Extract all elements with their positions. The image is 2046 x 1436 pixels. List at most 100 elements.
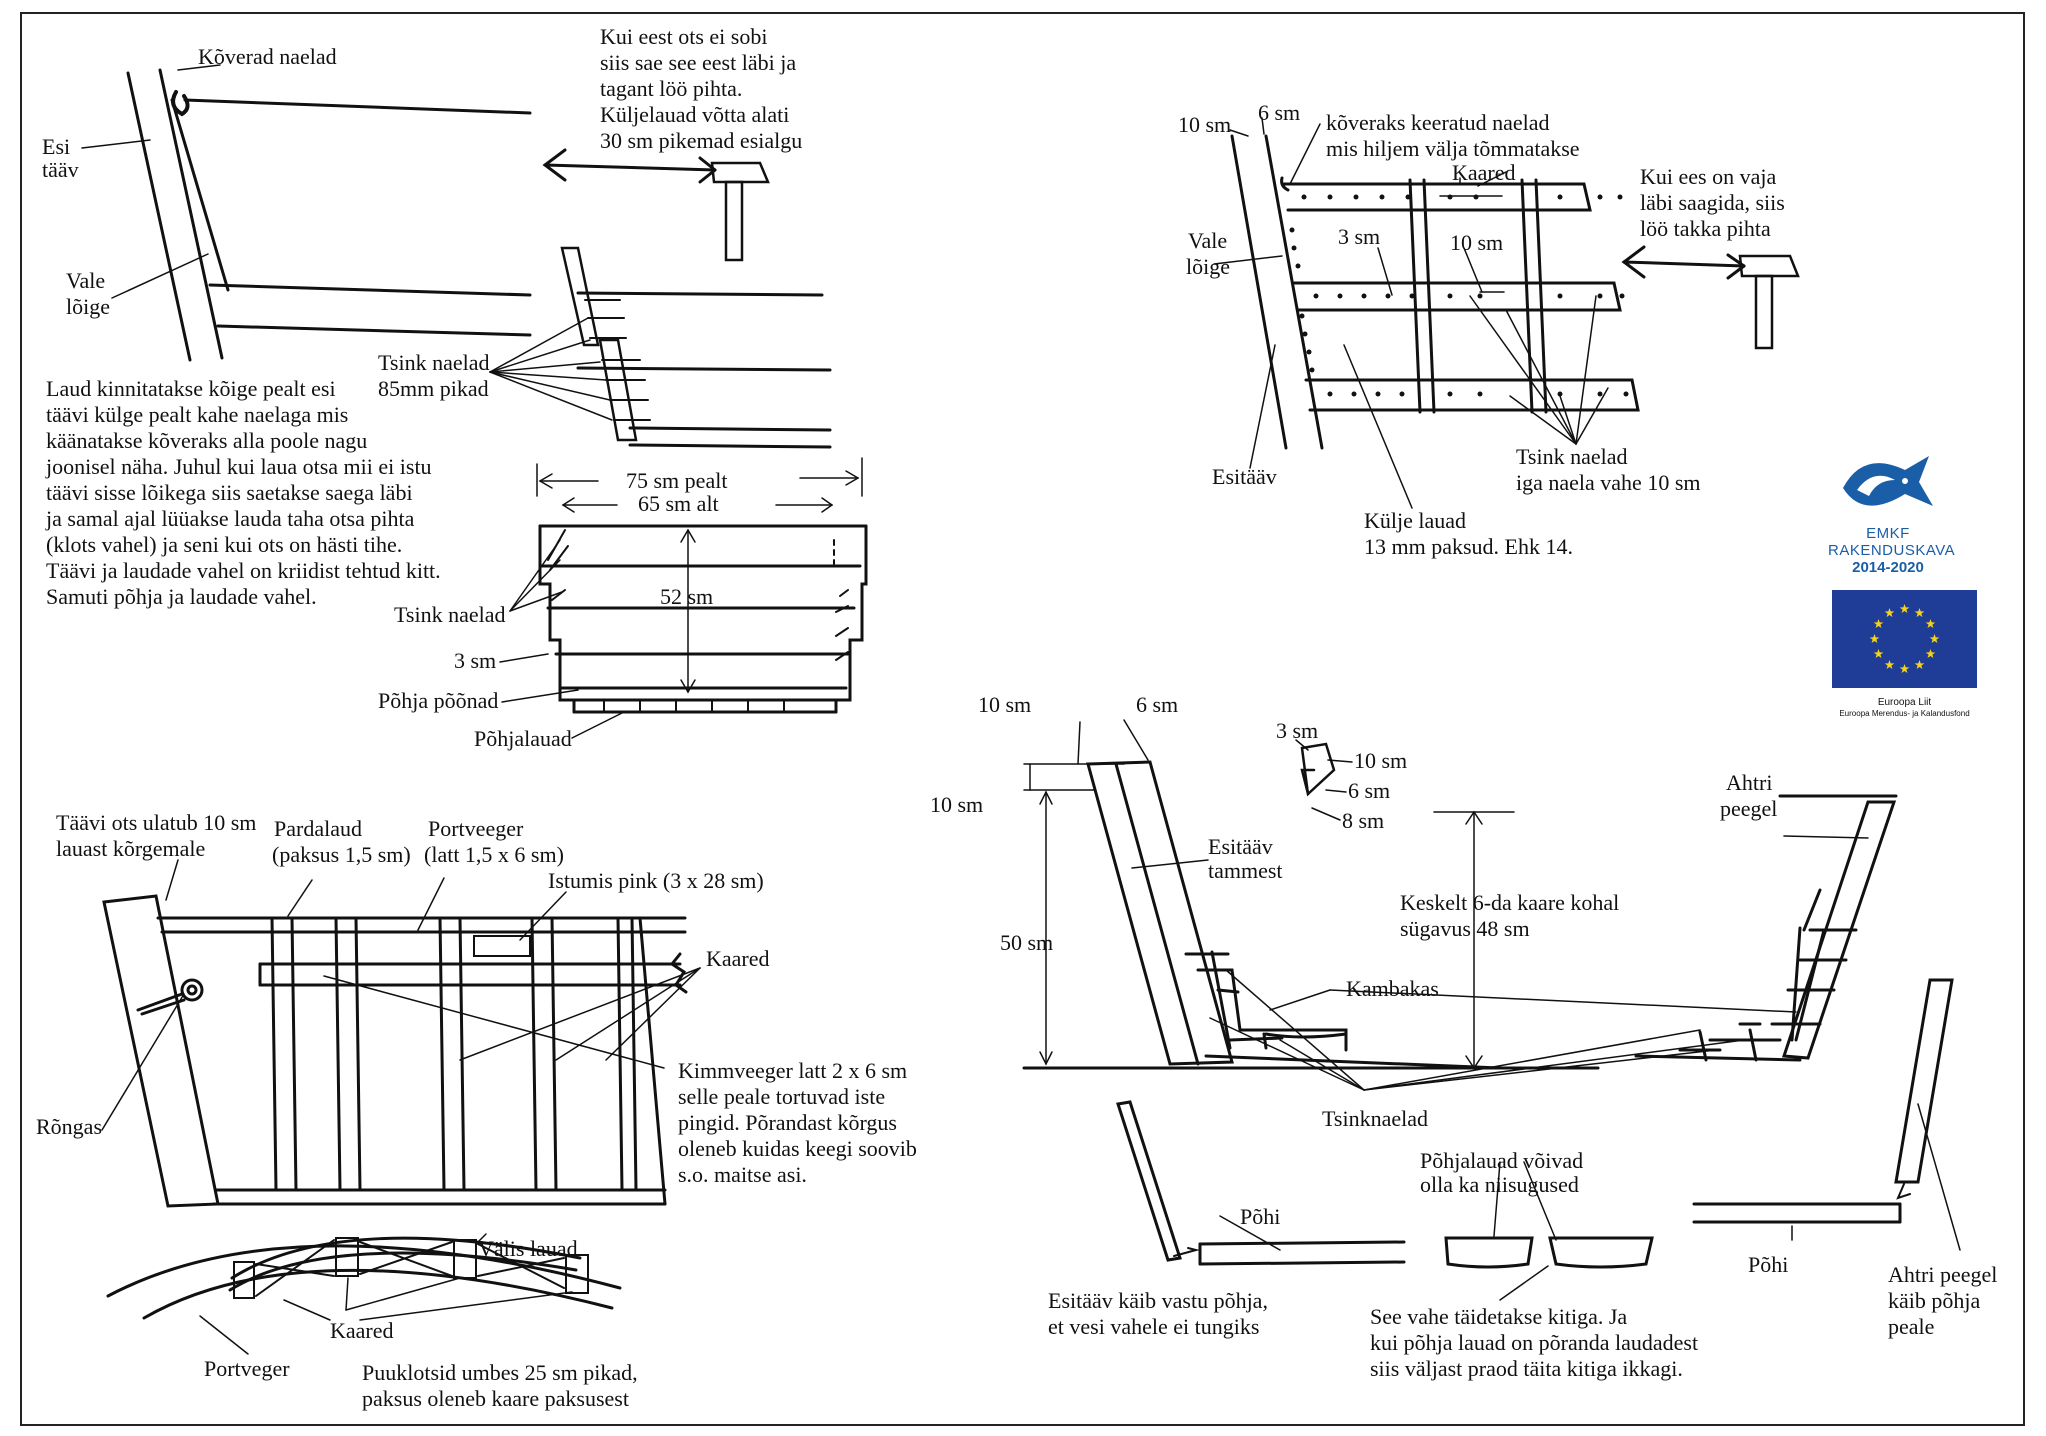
label-br-6sm-b: 6 sm	[1348, 778, 1391, 803]
note-front-end: Kui eest ots ei sobi siis sae see eest l…	[600, 24, 803, 153]
label-tr-koveraks-2: mis hiljem välja tõmmatakse	[1326, 136, 1580, 161]
label-br-tammest: tammest	[1208, 858, 1283, 883]
page-border	[20, 12, 2025, 1426]
label-puuklotsid-2: paksus oleneb kaare paksusest	[362, 1386, 629, 1411]
label-br-esitaav-kaib-1: Esitääv käib vastu põhja,	[1048, 1288, 1268, 1313]
eu-star-icon	[1884, 660, 1895, 669]
label-taavi-ots-2: lauast kõrgemale	[56, 836, 206, 861]
label-br-pohjalauad-1: Põhjalauad võivad	[1420, 1148, 1584, 1173]
label-tr-10sm-b: 10 sm	[1450, 230, 1504, 255]
label-taav: tääv	[42, 157, 79, 182]
label-pardalaud: Pardalaud	[274, 816, 362, 841]
label-tr-10sm: 10 sm	[1178, 112, 1232, 137]
eu-star-icon	[1884, 608, 1895, 618]
label-br-6sm: 6 sm	[1136, 692, 1179, 717]
eu-fund-caption: Euroopa Merendus- ja Kalandusfond	[1839, 709, 1970, 718]
main-instruction-text: Laud kinnitatakse kõige pealt esi täävi …	[46, 376, 441, 609]
note-front-saw: Kui ees on vaja läbi saagida, siis löö t…	[1640, 164, 1785, 241]
label-kaared: Kaared	[706, 946, 770, 971]
label-br-tsinknaelad: Tsinknaelad	[1322, 1106, 1428, 1131]
eu-star-icon	[1899, 664, 1910, 673]
label-pohja-poonad: Põhja põõnad	[378, 688, 499, 713]
label-tsink-naelad-mid: Tsink naelad	[394, 602, 506, 627]
label-tr-tsink-1: Tsink naelad	[1516, 444, 1628, 469]
label-tr-vale: Vale	[1188, 228, 1228, 253]
label-br-ahtri-kaib-1: Ahtri peegel	[1888, 1262, 1998, 1287]
eu-star-icon	[1929, 634, 1940, 643]
label-portveeger-latt: (latt 1,5 x 6 sm)	[424, 842, 564, 867]
label-br-ahtri-kaib-3: peale	[1888, 1314, 1935, 1339]
label-br-pohi-right: Põhi	[1748, 1252, 1789, 1277]
label-tr-kaared: Kaared	[1452, 160, 1516, 185]
hammer-arrow-icon-right	[1621, 245, 1800, 350]
label-br-pohi-left: Põhi	[1240, 1204, 1281, 1229]
label-br-ahtri-kaib-2: käib põhja	[1888, 1288, 1981, 1313]
label-br-10sm-c: 10 sm	[1354, 748, 1408, 773]
label-pohjalauad: Põhjalauad	[474, 726, 572, 751]
plank-lap-joint	[489, 246, 832, 449]
label-br-esitaav: Esitääv	[1208, 834, 1273, 859]
label-br-10sm-b: 10 sm	[930, 792, 984, 817]
boat-side-view	[101, 859, 701, 1208]
eu-star-icon	[1925, 619, 1936, 628]
stem-detail-top-left	[81, 64, 532, 362]
label-taavi-ots-1: Täävi ots ulatub 10 sm	[56, 810, 257, 835]
label-52sm: 52 sm	[660, 584, 714, 609]
eu-star-icon	[1873, 619, 1884, 628]
label-br-esitaav-kaib-2: et vesi vahele ei tungiks	[1048, 1314, 1260, 1339]
note-see-vahe: See vahe täidetakse kitiga. Ja kui põhja…	[1370, 1304, 1699, 1381]
label-br-10sm-a: 10 sm	[978, 692, 1032, 717]
boat-cross-section	[499, 457, 868, 739]
label-tr-6sm: 6 sm	[1258, 100, 1301, 125]
label-75sm-pealt: 75 sm pealt	[626, 468, 728, 493]
eu-logo: Euroopa Liit Euroopa Merendus- ja Kaland…	[1832, 590, 1977, 719]
curved-frame-detail	[106, 1233, 622, 1355]
label-loige: lõige	[66, 294, 110, 319]
label-kaared-2: Kaared	[330, 1318, 394, 1343]
emkf-years: 2014-2020	[1852, 559, 1924, 576]
emkf-logo: EMKF RAKENDUSKAVA 2014-2020	[1828, 450, 1956, 576]
label-rongas: Rõngas	[36, 1114, 102, 1139]
nail-dots	[1289, 194, 1629, 397]
label-br-ahtri: Ahtri	[1726, 770, 1773, 795]
label-tr-koveraks-1: kõveraks keeratud naelad	[1326, 110, 1550, 135]
fish-icon	[1843, 456, 1933, 506]
label-istumis-pink: Istumis pink (3 x 28 sm)	[548, 868, 764, 893]
label-br-3sm: 3 sm	[1276, 718, 1319, 743]
label-br-50sm: 50 sm	[1000, 930, 1054, 955]
label-tr-loige: lõige	[1186, 254, 1230, 279]
label-esi: Esi	[42, 134, 71, 159]
label-tsink-naelad-top: Tsink naelad	[378, 350, 490, 375]
label-koverad-naelad: Kõverad naelad	[198, 44, 337, 69]
label-pardalaud-paksus: (paksus 1,5 sm)	[272, 842, 411, 867]
label-valis-lauad: Välis lauad	[478, 1236, 578, 1261]
eu-star-icon	[1873, 649, 1884, 658]
emkf-subtitle: RAKENDUSKAVA	[1828, 542, 1956, 559]
label-65sm-alt: 65 sm alt	[638, 491, 719, 516]
label-br-pohjalauad-2: olla ka niisugused	[1420, 1172, 1579, 1197]
emkf-title: EMKF	[1866, 525, 1910, 542]
longitudinal-section	[1022, 719, 1898, 1091]
label-portveeger: Portveeger	[428, 816, 524, 841]
eu-star-icon	[1914, 660, 1925, 669]
bottom-details	[1116, 978, 1961, 1301]
eu-caption: Euroopa Liit	[1877, 697, 1932, 708]
eu-star-icon	[1869, 634, 1880, 643]
eu-star-icon	[1914, 608, 1925, 618]
eu-star-icon	[1925, 649, 1936, 658]
label-br-keskelt-2: sügavus 48 sm	[1400, 916, 1530, 941]
label-br-kambakas: Kambakas	[1346, 976, 1439, 1001]
hammer-arrow-icon	[542, 148, 770, 262]
label-puuklotsid-1: Puuklotsid umbes 25 sm pikad,	[362, 1360, 638, 1385]
label-br-peegel: peegel	[1720, 796, 1778, 821]
label-tr-3sm: 3 sm	[1338, 224, 1381, 249]
label-vale: Vale	[66, 268, 106, 293]
label-portveger: Portveger	[204, 1356, 290, 1381]
eu-star-icon	[1899, 604, 1910, 613]
label-tr-kulje-1: Külje lauad	[1364, 508, 1467, 533]
label-tr-esitaav: Esitääv	[1212, 464, 1277, 489]
label-3sm-left: 3 sm	[454, 648, 497, 673]
side-planks-detail	[1213, 117, 1640, 509]
eu-flag-icon	[1832, 590, 1977, 688]
